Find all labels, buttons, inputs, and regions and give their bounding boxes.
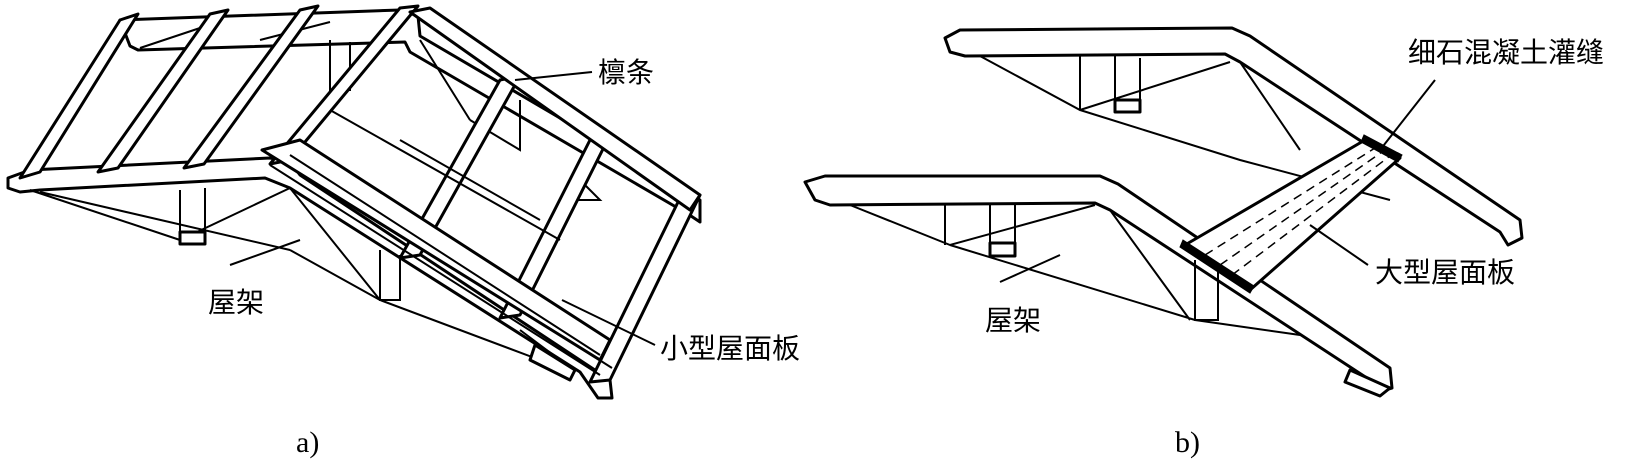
label-truss-a: 屋架 bbox=[208, 286, 264, 319]
label-purlin: 檩条 bbox=[598, 56, 654, 89]
caption-b: b) bbox=[1175, 426, 1200, 459]
figure-a-purlin-roof: 檩条 屋架 小型屋面板 a) bbox=[6, 4, 800, 459]
label-fine-aggregate-grout: 细石混凝土灌缝 bbox=[1408, 36, 1604, 69]
caption-a: a) bbox=[296, 426, 319, 459]
label-truss-b: 屋架 bbox=[985, 304, 1041, 337]
figure-b-leaders bbox=[999, 79, 1436, 283]
figure-a-small-panels bbox=[260, 6, 702, 376]
figure-a-leaders bbox=[229, 71, 656, 346]
label-large-roof-panel: 大型屋面板 bbox=[1375, 256, 1515, 289]
figure-b-large-panel bbox=[1179, 134, 1403, 294]
label-small-roof-panel: 小型屋面板 bbox=[660, 332, 800, 365]
figure-a-purlins bbox=[18, 4, 702, 384]
figure-b-near-truss bbox=[803, 174, 1394, 398]
figure-b-far-truss bbox=[943, 26, 1524, 247]
figure-b-large-panel-roof: 细石混凝土灌缝 大型屋面板 屋架 b) bbox=[803, 26, 1604, 459]
